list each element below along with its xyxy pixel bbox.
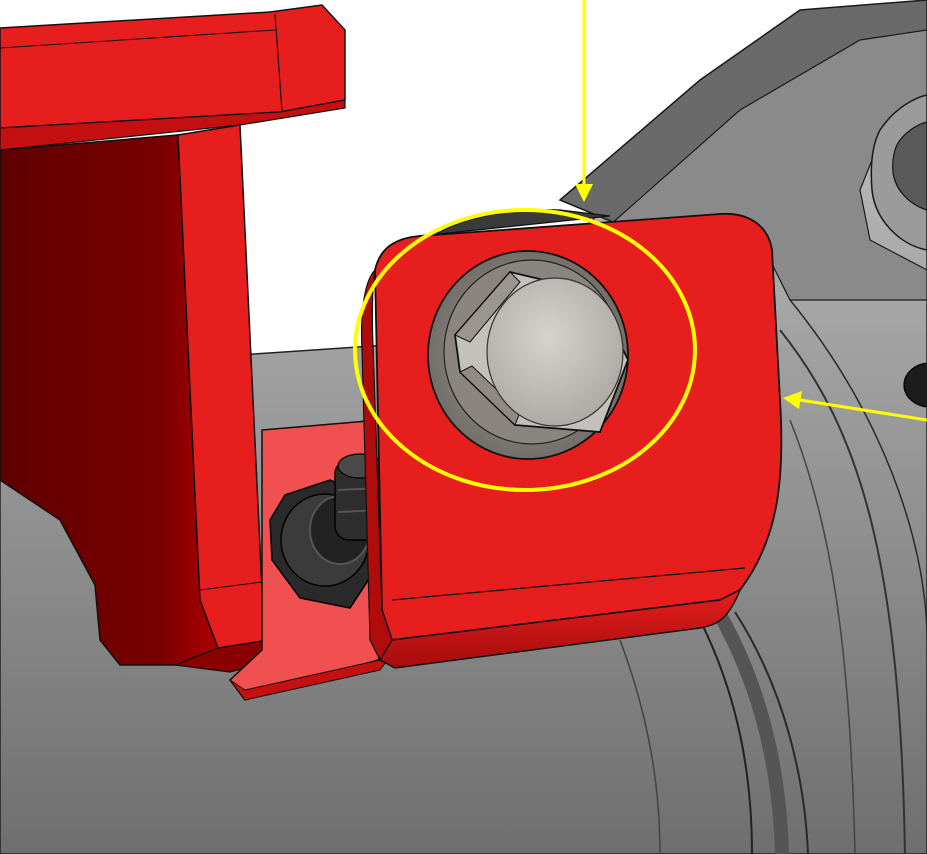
housing-rib-6: [619, 639, 661, 854]
housing-rib-1: [779, 329, 906, 854]
housing-rib-4: [713, 611, 789, 854]
housing-hole: [903, 362, 927, 408]
housing-rib-7: [789, 419, 856, 854]
housing-boss-inner: [892, 121, 927, 211]
upper-red-plate-seam-2: [0, 29, 276, 49]
upper-red-plate-edge: [0, 99, 346, 151]
bracket-fold-line: [391, 567, 746, 601]
annotation-ellipse: [353, 208, 697, 492]
annotation-arrow-top: [575, 0, 593, 202]
red-block-edge-line: [199, 581, 263, 591]
upper-red-plate-seam: [274, 13, 283, 113]
housing-rib-3: [699, 619, 753, 854]
bracket-main-plate-side: [361, 268, 393, 662]
annotation-arrow-right: [783, 391, 927, 422]
housing-rib-5: [734, 611, 809, 854]
bracket-main-plate-bottom: [378, 588, 742, 669]
bolt-head-face: [486, 277, 624, 427]
housing-rib-2: [789, 299, 927, 641]
bolt-hex-facet: [454, 271, 521, 343]
